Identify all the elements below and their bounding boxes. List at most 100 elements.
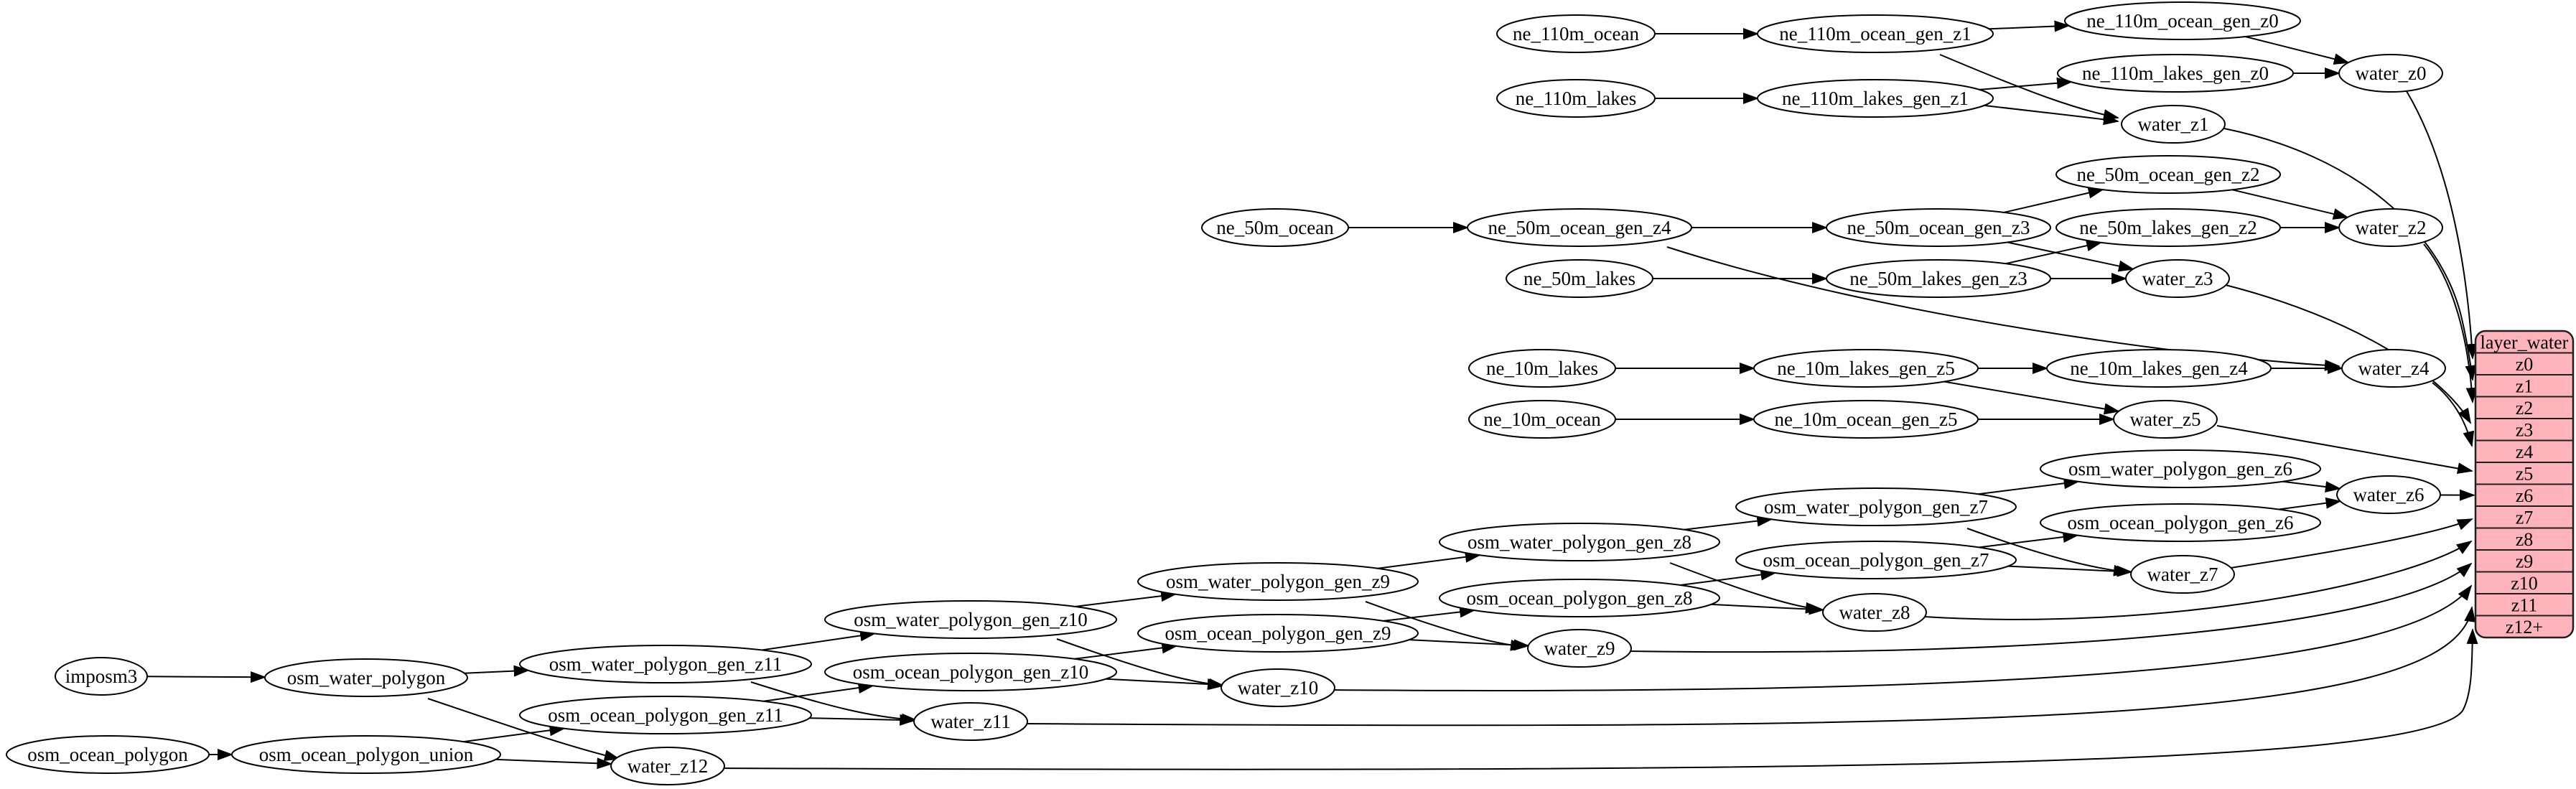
node-label-ne_110m_lakes: ne_110m_lakes	[1516, 88, 1636, 109]
node-ne_10m_ocean_gen_z5: ne_10m_ocean_gen_z5	[1753, 400, 1979, 439]
layer-water-row-z3: z3	[2516, 419, 2534, 440]
layer-water-row-z12+: z12+	[2506, 617, 2543, 638]
node-ne_10m_ocean: ne_10m_ocean	[1468, 400, 1616, 439]
node-label-water_z7: water_z7	[2147, 564, 2218, 585]
node-water_z1: water_z1	[2121, 105, 2226, 144]
edge-water-z7-layer-water-z7	[2230, 518, 2473, 569]
edge-ne-50m-lakes-gen-z3-ne-50m-lakes-gen-z2	[2005, 240, 2103, 265]
node-water_z6: water_z6	[2336, 475, 2441, 514]
node-label-ne_10m_lakes_gen_z4: ne_10m_lakes_gen_z4	[2070, 358, 2248, 379]
node-label-osm_water_polygon_gen_z9: osm_water_polygon_gen_z9	[1166, 571, 1390, 592]
edge-osm-water-polygon-gen-z11-osm-water-polygon-gen-z10	[761, 630, 877, 651]
layer-water-row-z7: z7	[2516, 507, 2534, 528]
edge-ne-110m-ocean-gen-z0-water-z0	[2245, 36, 2350, 65]
node-label-water_z0: water_z0	[2356, 62, 2427, 84]
node-water_z0: water_z0	[2338, 54, 2443, 93]
node-ne_10m_lakes_gen_z5: ne_10m_lakes_gen_z5	[1753, 349, 1979, 388]
edge-osm-ocean-polygon-gen-z9-osm-ocean-polygon-gen-z8	[1383, 606, 1476, 622]
node-label-water_z5: water_z5	[2130, 408, 2201, 430]
node-osm_water_polygon: osm_water_polygon	[264, 658, 468, 697]
node-osm_water_polygon_gen_z6: osm_water_polygon_gen_z6	[2040, 449, 2321, 488]
node-ne_110m_ocean_gen_z0: ne_110m_ocean_gen_z0	[2064, 1, 2301, 40]
node-label-ne_50m_lakes: ne_50m_lakes	[1523, 268, 1635, 289]
node-label-osm_water_polygon_gen_z11: osm_water_polygon_gen_z11	[549, 653, 782, 675]
node-osm_ocean_polygon_gen_z9: osm_ocean_polygon_gen_z9	[1137, 614, 1419, 653]
edge-osm-ocean-polygon-gen-z6-water-z6	[2279, 497, 2342, 510]
layer-water-header: layer_water	[2481, 332, 2569, 353]
node-label-osm_ocean_polygon_gen_z10: osm_ocean_polygon_gen_z10	[853, 661, 1088, 683]
node-label-ne_50m_lakes_gen_z3: ne_50m_lakes_gen_z3	[1849, 268, 2027, 289]
node-label-water_z12: water_z12	[627, 755, 708, 777]
node-osm_water_polygon_gen_z11: osm_water_polygon_gen_z11	[519, 645, 812, 683]
layer-water-row-z4: z4	[2516, 442, 2534, 462]
node-label-water_z1: water_z1	[2138, 113, 2209, 135]
node-label-ne_10m_ocean_gen_z5: ne_10m_ocean_gen_z5	[1775, 408, 1958, 430]
node-water_z12: water_z12	[610, 747, 725, 785]
node-ne_50m_ocean_gen_z4: ne_50m_ocean_gen_z4	[1467, 208, 1692, 247]
edges-layer	[146, 20, 2478, 770]
node-ne_50m_lakes: ne_50m_lakes	[1506, 259, 1653, 298]
node-label-ne_50m_ocean_gen_z3: ne_50m_ocean_gen_z3	[1847, 217, 2030, 238]
node-label-osm_water_polygon_gen_z6: osm_water_polygon_gen_z6	[2068, 458, 2292, 480]
node-label-osm_water_polygon_gen_z8: osm_water_polygon_gen_z8	[1467, 531, 1691, 553]
node-water_z3: water_z3	[2125, 259, 2230, 298]
node-ne_110m_lakes: ne_110m_lakes	[1496, 79, 1656, 118]
node-osm_water_polygon_gen_z10: osm_water_polygon_gen_z10	[824, 600, 1117, 639]
node-water_z9: water_z9	[1527, 629, 1632, 668]
node-ne_10m_lakes_gen_z4: ne_10m_lakes_gen_z4	[2046, 349, 2272, 388]
node-label-ne_110m_lakes_gen_z1: ne_110m_lakes_gen_z1	[1782, 88, 1969, 109]
node-label-osm_water_polygon: osm_water_polygon	[287, 667, 446, 688]
edge-osm-ocean-polygon-gen-z7-osm-ocean-polygon-gen-z6	[1979, 531, 2079, 548]
node-label-water_z8: water_z8	[1839, 602, 1910, 623]
node-label-ne_10m_lakes: ne_10m_lakes	[1486, 358, 1598, 379]
layer-water-row-z5: z5	[2516, 463, 2534, 484]
edge-osm-ocean-polygon-gen-z10-osm-ocean-polygon-gen-z9	[1074, 642, 1178, 660]
node-ne_50m_lakes_gen_z2: ne_50m_lakes_gen_z2	[2055, 208, 2281, 247]
edge-water-z0-layer-water-z0	[2406, 90, 2478, 360]
edge-water-z2-layer-water-z2	[2423, 243, 2478, 403]
node-label-water_z6: water_z6	[2353, 484, 2425, 505]
edge-osm-ocean-polygon-gen-z7-water-z7	[2007, 565, 2133, 577]
layer-water-row-z1: z1	[2516, 375, 2534, 396]
node-label-osm_ocean_polygon_gen_z7: osm_ocean_polygon_gen_z7	[1763, 549, 1989, 571]
edge-water-z3-layer-water-z3	[2225, 284, 2472, 424]
node-label-ne_50m_lakes_gen_z2: ne_50m_lakes_gen_z2	[2079, 217, 2257, 238]
layer-water-row-z10: z10	[2511, 573, 2538, 594]
edge-water-z9-layer-water-z9	[1629, 562, 2473, 653]
edge-osm-water-polygon-gen-z8-osm-water-polygon-gen-z7	[1684, 515, 1773, 531]
node-osm_ocean_polygon_gen_z11: osm_ocean_polygon_gen_z11	[519, 696, 812, 734]
node-ne_110m_ocean_gen_z1: ne_110m_ocean_gen_z1	[1757, 14, 1994, 53]
edge-osm-ocean-polygon-gen-z8-osm-ocean-polygon-gen-z7	[1680, 569, 1777, 586]
layer-water-row-z11: z11	[2511, 594, 2538, 615]
edge-osm-ocean-polygon-gen-z9-water-z9	[1409, 639, 1530, 651]
node-water_z8: water_z8	[1822, 593, 1927, 632]
node-label-osm_ocean_polygon_gen_z11: osm_ocean_polygon_gen_z11	[548, 704, 783, 726]
edge-water-z11-layer-water-z11	[1020, 606, 2476, 727]
node-osm_ocean_polygon_union: osm_ocean_polygon_union	[231, 735, 501, 774]
node-label-osm_ocean_polygon_union: osm_ocean_polygon_union	[259, 744, 474, 765]
node-label-water_z9: water_z9	[1544, 638, 1615, 659]
edge-ne-10m-lakes-gen-z5-water-z5	[1943, 381, 2120, 415]
edge-osm-ocean-polygon-gen-z11-water-z11	[809, 714, 916, 726]
node-label-osm_ocean_polygon: osm_ocean_polygon	[27, 744, 188, 765]
node-ne_50m_ocean_gen_z3: ne_50m_ocean_gen_z3	[1826, 208, 2051, 247]
node-ne_50m_ocean_gen_z2: ne_50m_ocean_gen_z2	[2055, 155, 2281, 194]
node-water_z5: water_z5	[2113, 400, 2218, 439]
node-ne_50m_lakes_gen_z3: ne_50m_lakes_gen_z3	[1826, 259, 2051, 298]
edge-water-z8-layer-water-z8	[1923, 540, 2473, 620]
edge-imposm3-osm-water-polygon	[146, 671, 267, 683]
layer-water-row-z2: z2	[2516, 398, 2534, 419]
edge-ne-110m-ocean-gen-z1-ne-110m-ocean-gen-z0	[1989, 20, 2071, 32]
edge-osm-ocean-polygon-union-water-z12	[495, 757, 613, 770]
node-water_z2: water_z2	[2338, 208, 2443, 247]
node-label-imposm3: imposm3	[65, 666, 138, 687]
node-label-ne_50m_ocean: ne_50m_ocean	[1216, 217, 1334, 238]
edge-ne-110m-lakes-gen-z1-water-z1	[1978, 104, 2119, 126]
layer-water-row-z8: z8	[2516, 529, 2534, 550]
node-label-osm_ocean_polygon_gen_z8: osm_ocean_polygon_gen_z8	[1467, 587, 1693, 609]
layer-water-table: layer_waterz0z1z2z3z4z5z6z7z8z9z10z11z12…	[2474, 330, 2575, 639]
node-label-water_z3: water_z3	[2142, 268, 2213, 289]
edge-ne-110m-ocean-gen-z1-water-z1	[1939, 54, 2119, 121]
